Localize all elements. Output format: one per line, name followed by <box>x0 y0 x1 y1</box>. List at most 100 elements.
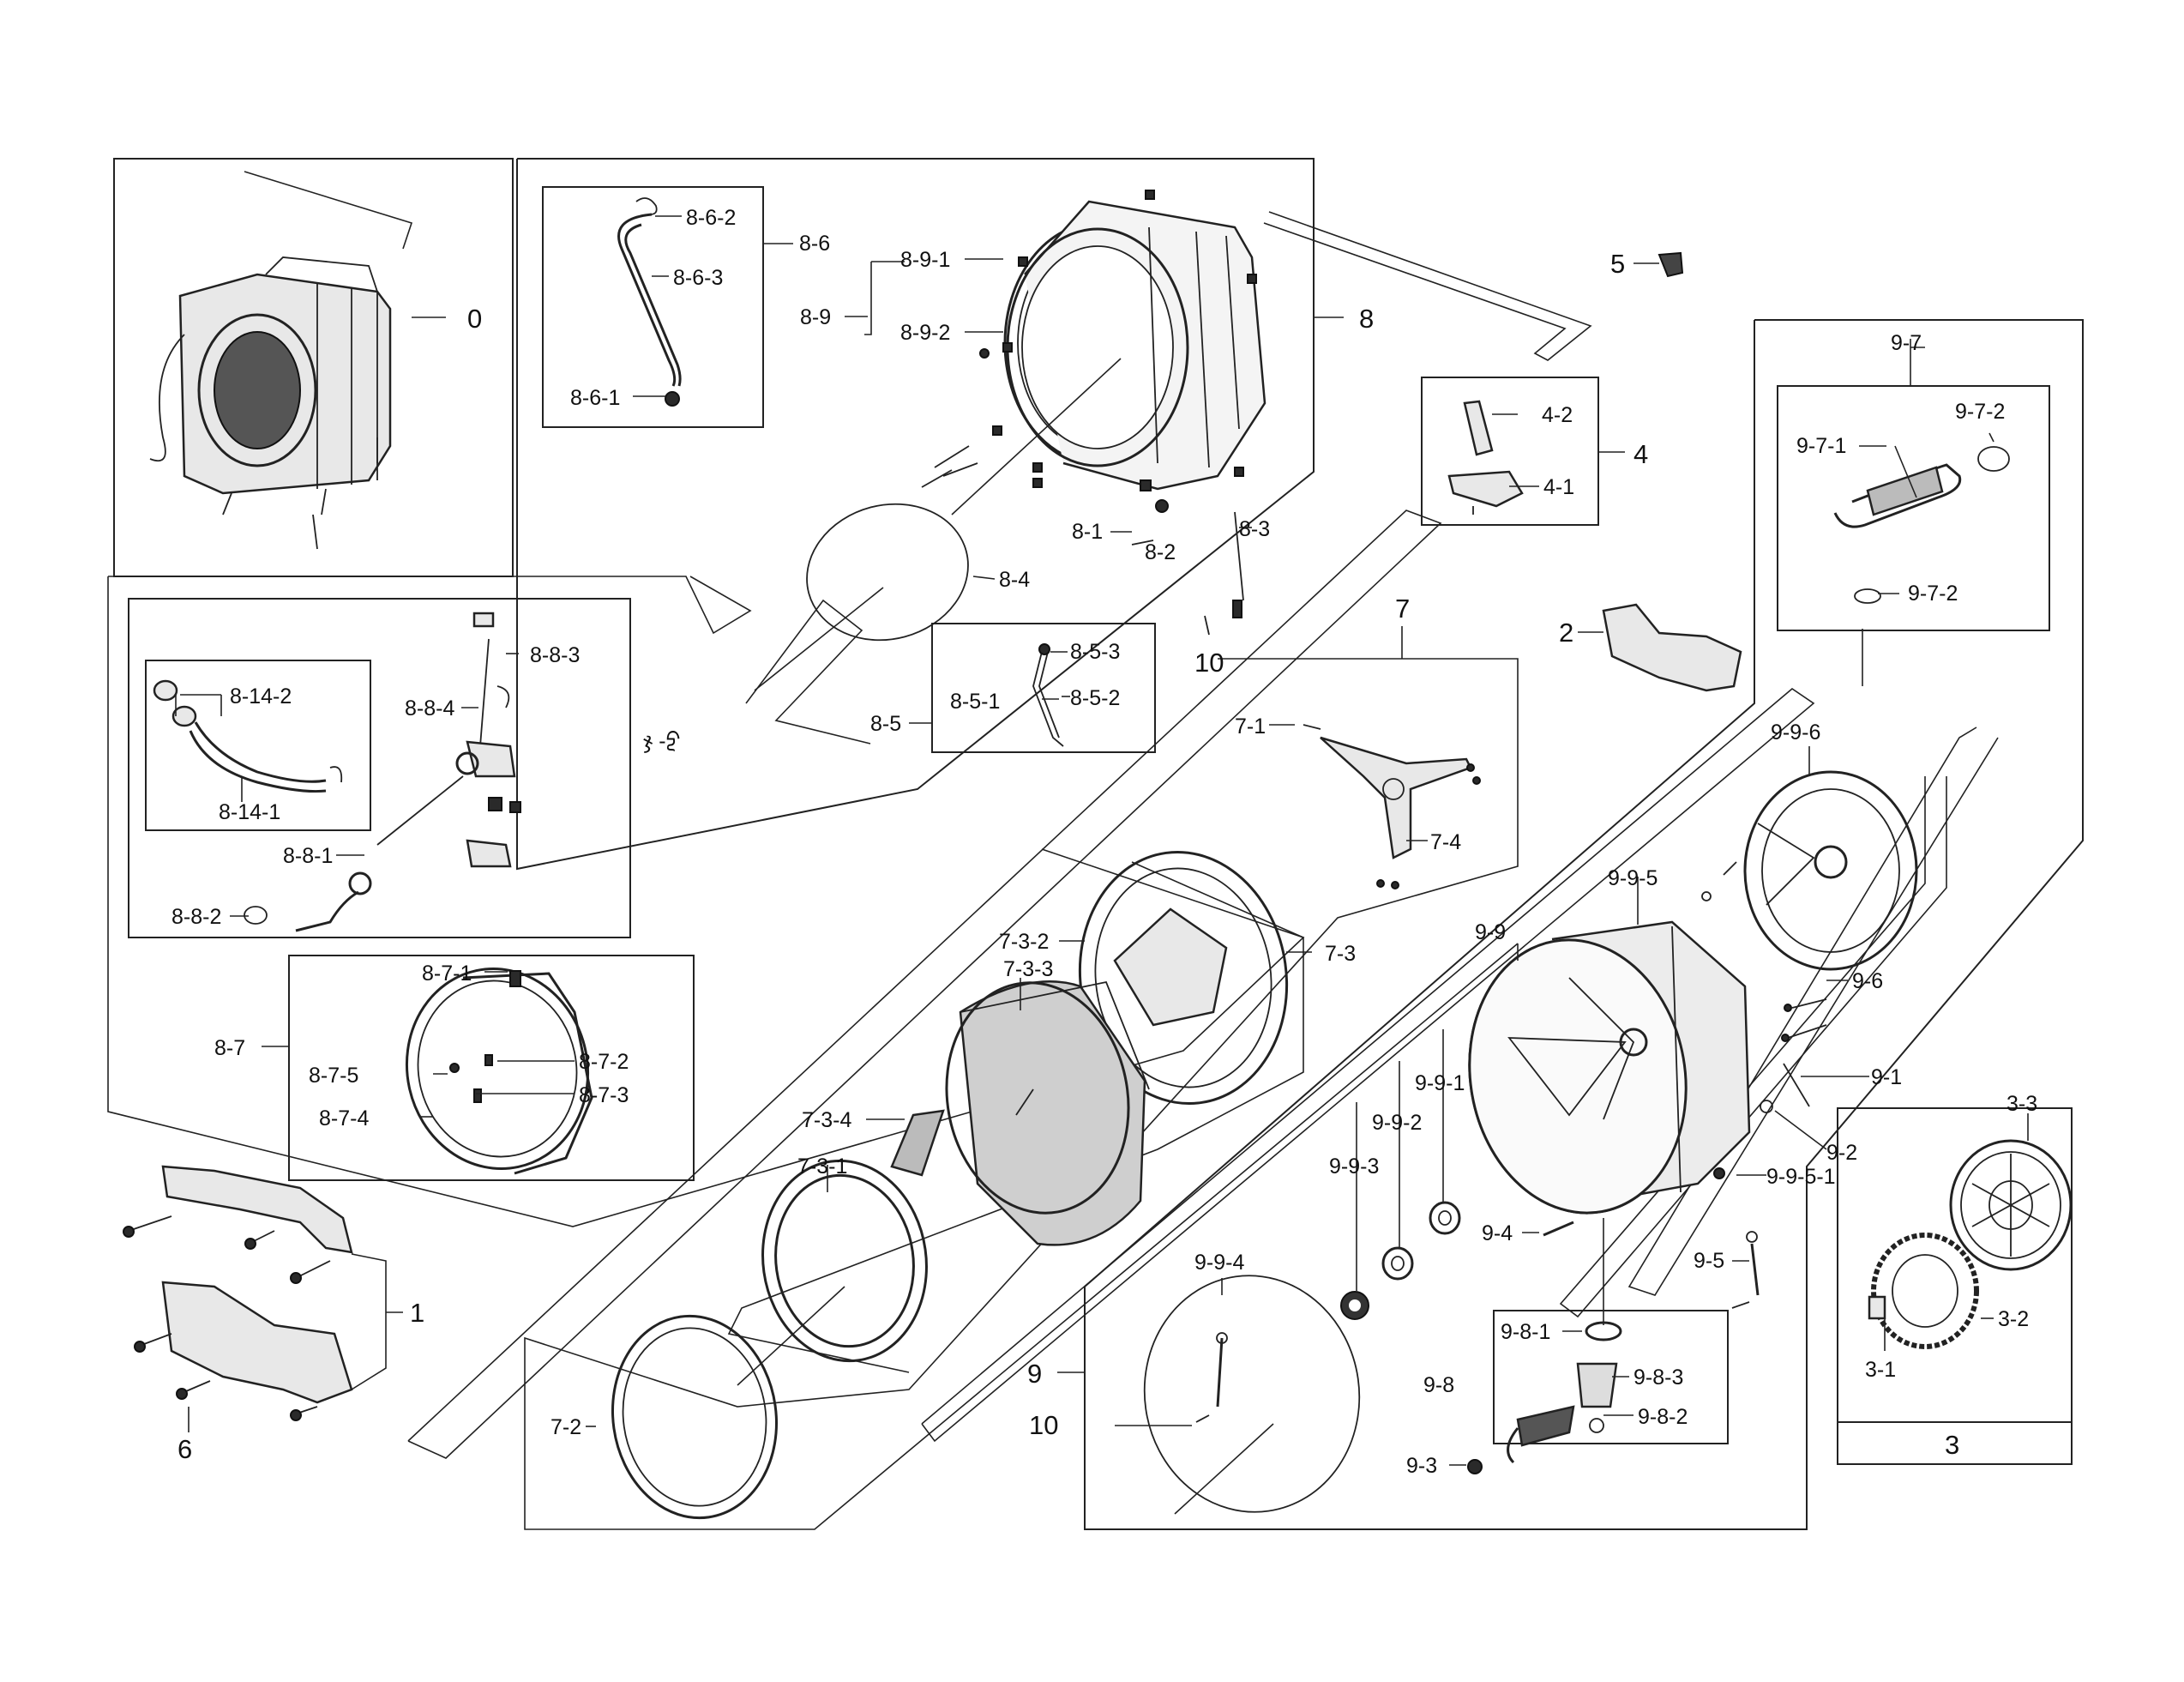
label-3-3: 3-3 <box>2007 1092 2037 1116</box>
frame-right-3 <box>1559 776 1947 1318</box>
clip-5-icon <box>1658 251 1684 278</box>
label-4-1: 4-1 <box>1543 475 1574 499</box>
label-8-3: 8-3 <box>1239 517 1270 541</box>
damper-9-5-icon <box>1731 1231 1760 1309</box>
label-7-3-3: 7-3-3 <box>1003 957 1053 981</box>
screw-icons-8 <box>921 348 1244 636</box>
group-4-box <box>1421 377 1599 526</box>
frame-right-diag <box>1627 726 1999 1296</box>
label-9-9-4: 9-9-4 <box>1194 1251 1244 1275</box>
frame-bottom-mid <box>727 848 1304 1373</box>
label-8-7: 8-7 <box>214 1036 245 1060</box>
heater-bracket-4-icon <box>1447 400 1524 515</box>
label-9-4: 9-4 <box>1482 1221 1513 1245</box>
gasket-ring-8-4 <box>806 503 969 642</box>
label-9-2: 9-2 <box>1826 1141 1857 1165</box>
label-7-3-1: 7-3-1 <box>797 1154 847 1179</box>
group-8-14-box <box>145 660 371 831</box>
label-8-14-2: 8-14-2 <box>230 684 292 708</box>
label-9-1: 9-1 <box>1871 1065 1902 1089</box>
label-9-7-2-bottom: 9-7-2 <box>1908 582 1958 606</box>
label-9-6: 9-6 <box>1852 969 1883 993</box>
label-8-7-3: 8-7-3 <box>579 1083 629 1107</box>
bolts-9-6-icon <box>1781 998 1827 1042</box>
group-8-6-box <box>542 186 764 428</box>
label-8-8-3: 8-8-3 <box>530 643 580 667</box>
seals-9-9-icon <box>1340 1201 1461 1320</box>
label-8-6-2: 8-6-2 <box>686 206 736 230</box>
label-9-8-2: 9-8-2 <box>1638 1405 1688 1429</box>
label-9-9-3: 9-9-3 <box>1329 1154 1379 1179</box>
group-9-outer-box <box>1084 319 2084 1530</box>
label-8-8-1: 8-8-1 <box>283 844 333 868</box>
label-9-9: 9-9 <box>1475 920 1506 944</box>
label-8-5-2: 8-5-2 <box>1070 686 1120 710</box>
complete-tub-assembly-icon <box>149 171 413 550</box>
label-4-2: 4-2 <box>1542 403 1573 427</box>
label-7-3-2: 7-3-2 <box>999 930 1049 954</box>
label-8-9: 8-9 <box>800 305 831 329</box>
label-7-3-4: 7-3-4 <box>802 1108 851 1132</box>
label-10-bottom: 10 <box>1029 1410 1058 1440</box>
label-3: 3 <box>1945 1430 1959 1460</box>
label-8-6: 8-6 <box>799 232 830 256</box>
bracket-1-icon <box>123 1165 353 1421</box>
tub-rear-9-9-icon <box>1468 920 1751 1215</box>
sensor-8-5-icon <box>1032 643 1064 747</box>
label-9-9-1: 9-9-1 <box>1415 1071 1465 1095</box>
label-8-8-4: 8-8-4 <box>405 696 454 720</box>
pin-9-4-icon <box>1543 1221 1574 1237</box>
label-9-9-2: 9-9-2 <box>1372 1111 1422 1135</box>
label-8-7-5: 8-7-5 <box>309 1064 358 1088</box>
label-8-6-3: 8-6-3 <box>673 266 723 290</box>
group-8-8-box <box>128 598 631 938</box>
label-8-5: 8-5 <box>870 712 901 736</box>
label-8-7-1: 8-7-1 <box>422 962 472 986</box>
frame-8-diag <box>407 509 1442 1459</box>
hose-8-14-icon <box>153 679 343 793</box>
label-9-7: 9-7 <box>1891 331 1922 355</box>
label-3-1: 3-1 <box>1865 1358 1896 1382</box>
label-8-9-2: 8-9-2 <box>900 321 950 345</box>
frame-8-diag-2 <box>921 687 1815 1443</box>
shaft-9-1-icon <box>1760 1063 1810 1113</box>
label-8-5-3: 8-5-3 <box>1070 640 1120 664</box>
label-10-top: 10 <box>1194 648 1224 678</box>
label-6: 6 <box>177 1434 192 1464</box>
group-9-7-inner-box <box>1777 385 2050 631</box>
group-8-7-box <box>288 955 695 1181</box>
label-8-5-1: 8-5-1 <box>950 690 1000 714</box>
label-8-7-2: 8-7-2 <box>579 1050 629 1074</box>
label-9-7-2-top: 9-7-2 <box>1955 400 2005 424</box>
label-8-7-4: 8-7-4 <box>319 1106 369 1130</box>
group-8-box <box>516 158 1315 871</box>
label-9-8-1: 9-8-1 <box>1501 1320 1550 1344</box>
stator-3-2-icon <box>1868 1233 1979 1349</box>
bearing-housing-9-9-6-icon <box>1701 770 1918 971</box>
label-9-7-1: 9-7-1 <box>1796 434 1846 458</box>
lifter-7-3-4-icon <box>890 1109 945 1177</box>
frame-top-zigzag <box>108 576 752 635</box>
label-8-4: 8-4 <box>999 568 1030 592</box>
valve-8-8-icon <box>244 612 521 932</box>
label-9-8-3: 9-8-3 <box>1633 1365 1683 1390</box>
label-7-2: 7-2 <box>551 1415 581 1439</box>
gasket-9-9-4 <box>1143 1275 1361 1513</box>
label-8-2: 8-2 <box>1145 540 1176 564</box>
hose-8-6-icon <box>617 197 682 407</box>
drum-basket-7-3-3-icon <box>945 980 1150 1246</box>
frame-8-top <box>1263 211 1592 361</box>
bellows-hose-9-7-icon <box>1833 446 2010 604</box>
weight-2-icon <box>1602 603 1742 692</box>
label-9-3: 9-3 <box>1406 1454 1437 1478</box>
label-9-9-5: 9-9-5 <box>1608 866 1658 890</box>
frame-center-zigzag <box>745 599 871 745</box>
frame-9-bottom <box>1084 1287 1808 1530</box>
hanger-10-icon <box>1195 1332 1228 1423</box>
label-9-9-6: 9-9-6 <box>1771 720 1820 745</box>
label-0: 0 <box>467 304 482 334</box>
symbol-8-8: ჯ -ᢓ <box>643 729 681 753</box>
label-3-2: 3-2 <box>1998 1307 2029 1331</box>
label-8-1: 8-1 <box>1072 520 1103 544</box>
